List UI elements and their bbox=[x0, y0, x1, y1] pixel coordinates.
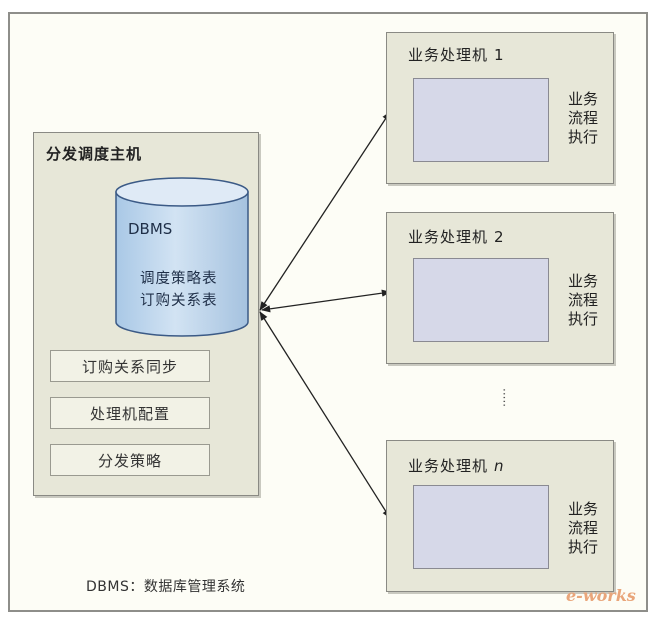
processor-n-number: n bbox=[494, 457, 505, 475]
dispatch-host-title: 分发调度主机 bbox=[46, 145, 143, 163]
processor-2-title-text: 业务处理机 bbox=[408, 228, 489, 246]
processor-n-side-label: 业务流程执行 bbox=[567, 500, 598, 556]
processor-n-flow-panel bbox=[413, 485, 549, 569]
footnote-dbms: DBMS：数据库管理系统 bbox=[86, 579, 246, 595]
processor-2-side-label: 业务流程执行 bbox=[567, 272, 598, 328]
watermark-logo: e-works bbox=[566, 586, 636, 605]
processor-1-number: 1 bbox=[494, 46, 505, 64]
processor-1-flow-panel bbox=[413, 78, 549, 162]
db-table-scheduling-strategy: 调度策略表 bbox=[140, 271, 218, 287]
arrow-to-processor-1 bbox=[259, 111, 391, 311]
dbms-label: DBMS bbox=[128, 220, 173, 238]
processor-2-title: 业务处理机 2 bbox=[408, 226, 505, 247]
processor-n-title: 业务处理机 n bbox=[408, 455, 505, 476]
func-processor-config: 处理机配置 bbox=[50, 397, 210, 429]
processor-ellipsis: ····· bbox=[497, 388, 511, 407]
processor-1-title-text: 业务处理机 bbox=[408, 46, 489, 64]
db-table-subscription-relation: 订购关系表 bbox=[140, 293, 218, 309]
processor-2-number: 2 bbox=[494, 228, 505, 246]
processor-1-title: 业务处理机 1 bbox=[408, 44, 505, 65]
database-cylinder bbox=[115, 177, 249, 337]
processor-n-title-text: 业务处理机 bbox=[408, 457, 489, 475]
arrow-to-processor-2 bbox=[261, 289, 391, 313]
func-distribution-strategy: 分发策略 bbox=[50, 444, 210, 476]
processor-1-side-label: 业务流程执行 bbox=[567, 90, 598, 146]
processor-2-flow-panel bbox=[413, 258, 549, 342]
arrow-to-processor-n bbox=[259, 311, 391, 519]
func-subscription-sync: 订购关系同步 bbox=[50, 350, 210, 382]
